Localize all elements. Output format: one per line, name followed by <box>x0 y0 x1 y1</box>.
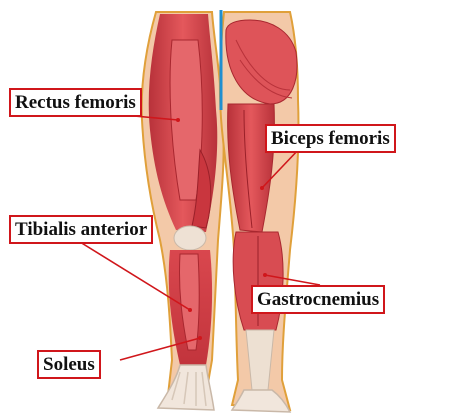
right-leg <box>220 12 299 412</box>
label-biceps-femoris: Biceps femoris <box>265 124 396 153</box>
left-knee <box>174 226 206 250</box>
label-tibialis-anterior: Tibialis anterior <box>9 215 153 244</box>
label-rectus-femoris: Rectus femoris <box>9 88 142 117</box>
label-gastrocnemius: Gastrocnemius <box>251 285 385 314</box>
label-soleus: Soleus <box>37 350 101 379</box>
